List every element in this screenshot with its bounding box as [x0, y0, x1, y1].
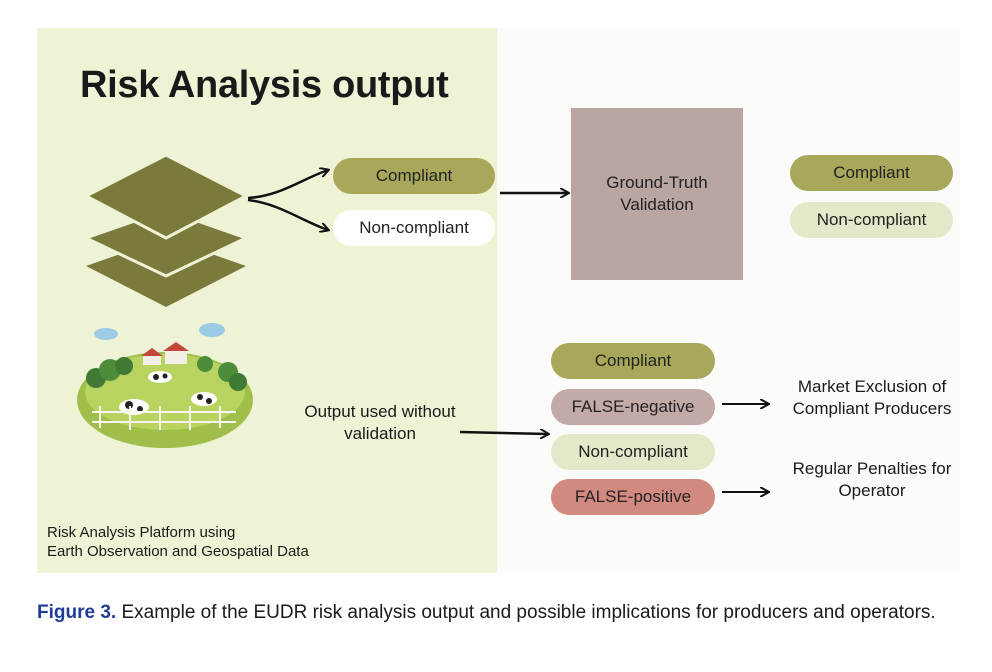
diagram-title: Risk Analysis output [80, 64, 449, 106]
unvalidated-label: Output used without validation [304, 402, 456, 443]
platform-description: Risk Analysis Platform using Earth Obser… [47, 523, 309, 561]
figure-label: Figure 3. [37, 602, 117, 623]
consequence-penalties: Regular Penalties for Operator [792, 459, 952, 500]
ground-truth-validation-box: Ground-Truth Validation [571, 108, 743, 280]
arrow-unvalidated [459, 432, 548, 434]
validation-label: Ground-Truth Validation [606, 173, 708, 214]
platform-line-2: Earth Observation and Geospatial Data [47, 543, 309, 560]
validated-non-compliant-pill: Non-compliant [790, 202, 953, 238]
consequence-market-exclusion: Market Exclusion of Compliant Producers [792, 377, 952, 418]
figure-caption: Figure 3. Example of the EUDR risk analy… [37, 600, 965, 626]
risk-analysis-panel [37, 28, 497, 573]
unvalidated-non-compliant-pill: Non-compliant [551, 434, 715, 470]
data-layers-icon [82, 153, 250, 307]
false-positive-pill: FALSE-positive [551, 479, 715, 515]
farm-pasture-icon [77, 323, 253, 448]
branch-arrows [247, 170, 328, 230]
risk-compliant-pill: Compliant [333, 158, 495, 194]
platform-line-1: Risk Analysis Platform using [47, 524, 236, 541]
unvalidated-compliant-pill: Compliant [551, 343, 715, 379]
figure-caption-text: Example of the EUDR risk analysis output… [121, 602, 936, 623]
validated-compliant-pill: Compliant [790, 155, 953, 191]
risk-non-compliant-pill: Non-compliant [333, 210, 495, 246]
false-negative-pill: FALSE-negative [551, 389, 715, 425]
